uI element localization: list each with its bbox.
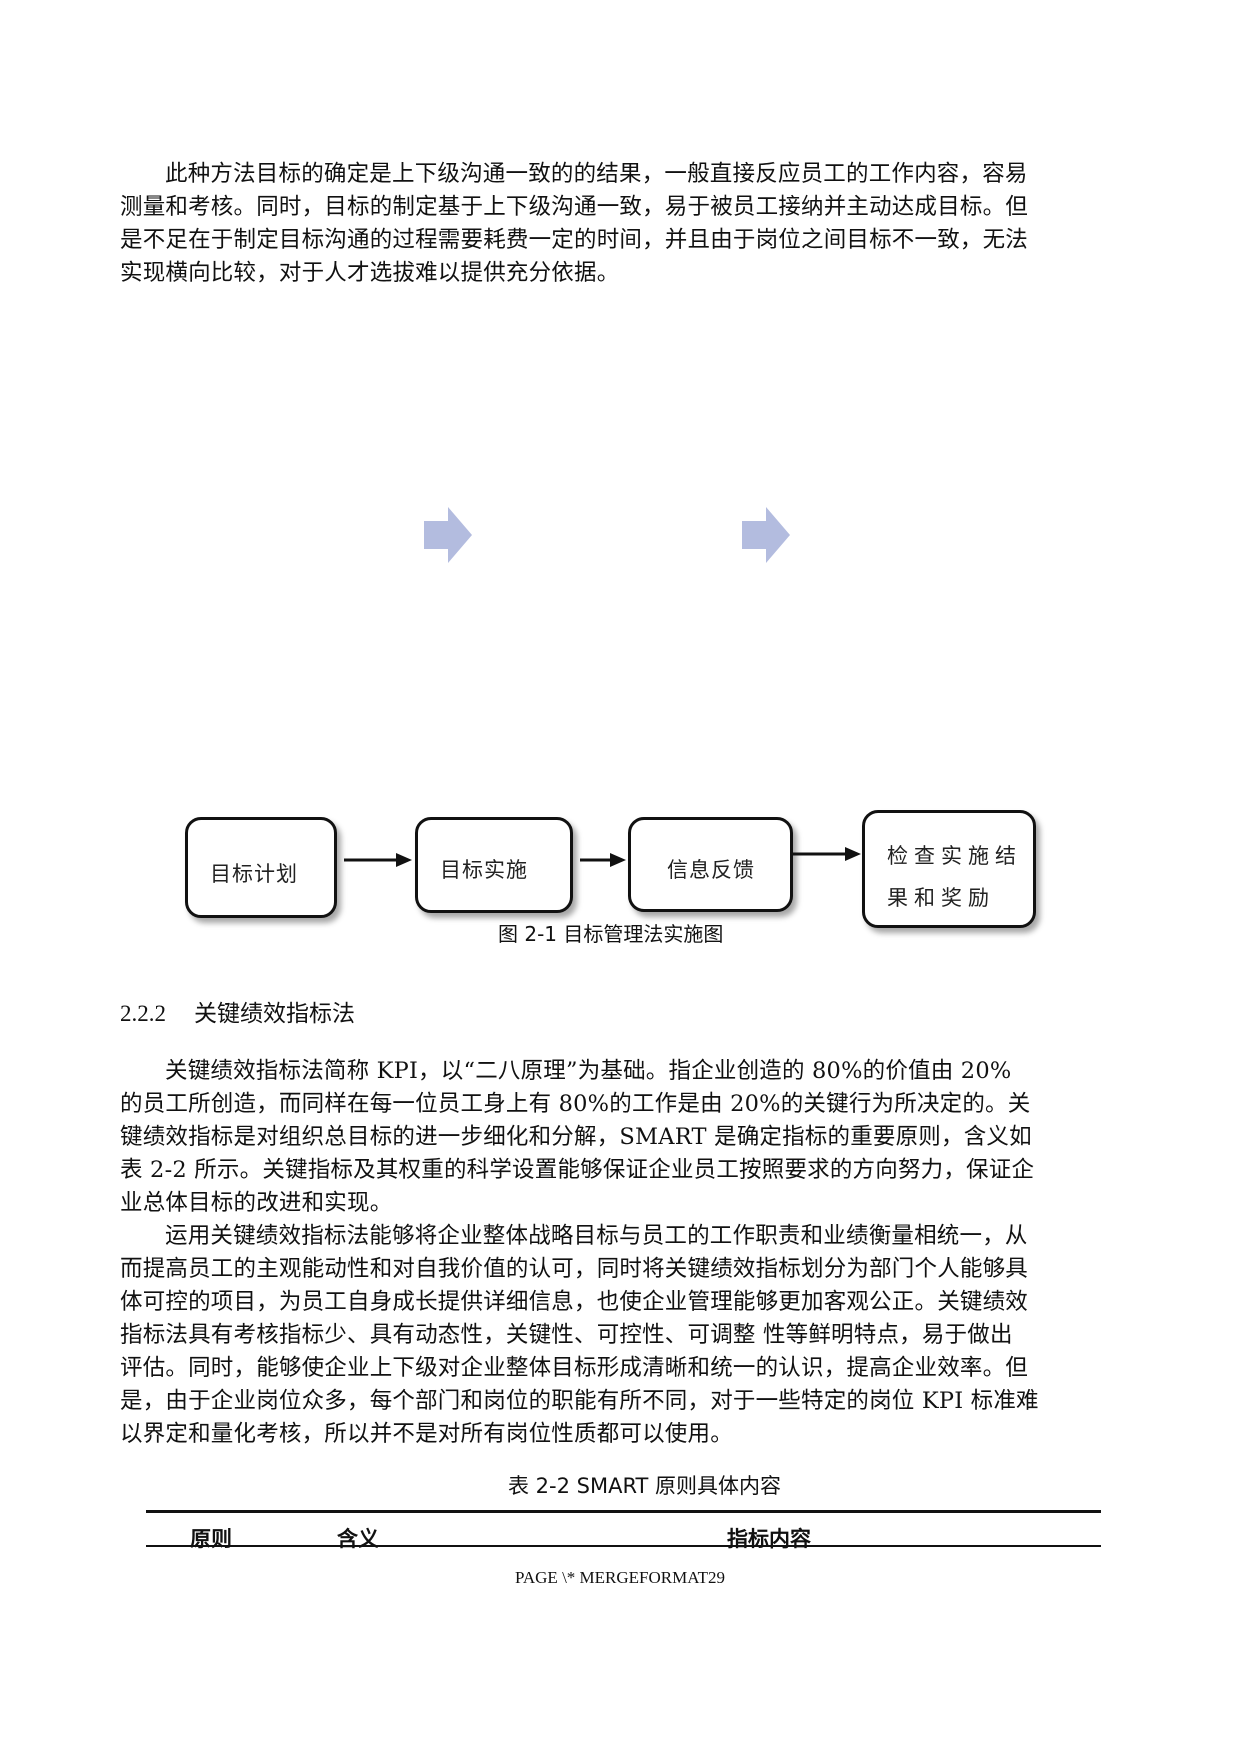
- arrow-right-icon: [580, 853, 626, 867]
- section-heading: 2.2.2 关键绩效指标法: [120, 994, 355, 1028]
- text-line: 评估。同时，能够使企业上下级对企业整体目标形成清晰和统一的认识，提高企业效率。但: [120, 1355, 1029, 1381]
- flow-box-review-reward: 检查实施结 果和奖励: [862, 810, 1036, 928]
- text-line: 是不足在于制定目标沟通的过程需要耗费一定的时间，并且由于岗位之间目标不一致，无法: [120, 227, 1029, 253]
- flow-box-label: 目标实施: [440, 858, 528, 882]
- kpi-paragraph-2: 运用关键绩效指标法能够将企业整体战略目标与员工的工作职责和业绩衡量相统一，从 而…: [120, 1220, 1125, 1451]
- intro-paragraph: 此种方法目标的确定是上下级沟通一致的的结果，一般直接反应员工的工作内容，容易 测…: [120, 158, 1125, 290]
- flow-box-label: 检查实施结 果和奖励: [887, 844, 1022, 910]
- text-line: 关键绩效指标法简称 KPI，以“二八原理”为基础。指企业创造的 80%的价值由 …: [165, 1058, 1012, 1084]
- text-line: 运用关键绩效指标法能够将企业整体战略目标与员工的工作职责和业绩衡量相统一，从: [165, 1223, 1028, 1249]
- kpi-paragraph-1: 关键绩效指标法简称 KPI，以“二八原理”为基础。指企业创造的 80%的价值由 …: [120, 1055, 1125, 1220]
- arrow-right-icon: [344, 853, 412, 867]
- flow-box-feedback: 信息反馈: [628, 817, 793, 912]
- text-line: 而提高员工的主观能动性和对自我价值的认可，同时将关键绩效指标划分为部门个人能够具: [120, 1256, 1029, 1282]
- table-caption: 表 2-2 SMART 原则具体内容: [508, 1474, 782, 1498]
- text-line: 此种方法目标的确定是上下级沟通一致的的结果，一般直接反应员工的工作内容，容易: [165, 161, 1028, 187]
- text-line: 指标法具有考核指标少、具有动态性，关键性、可控性、可调整 性等鲜明特点，易于做出: [120, 1322, 1013, 1348]
- text-line: 表 2-2 所示。关键指标及其权重的科学设置能够保证企业员工按照要求的方向努力，…: [120, 1157, 1035, 1183]
- table-top-rule: [146, 1510, 1101, 1513]
- block-arrow-right-icon: [424, 507, 472, 563]
- table-header-indicator-content: 指标内容: [727, 1527, 811, 1551]
- flow-box-label: 信息反馈: [667, 858, 755, 882]
- flow-box-goal-implementation: 目标实施: [415, 817, 573, 913]
- section-number: 2.2.2: [120, 1001, 166, 1026]
- section-title: 关键绩效指标法: [194, 1001, 355, 1027]
- page-footer: PAGE \* MERGEFORMAT29: [514, 1568, 726, 1587]
- text-line: 体可控的项目，为员工自身成长提供详细信息，也使企业管理能够更加客观公正。关键绩效: [120, 1289, 1029, 1315]
- text-line: 以界定和量化考核，所以并不是对所有岗位性质都可以使用。: [120, 1421, 733, 1447]
- text-line: 的员工所创造，而同样在每一位员工身上有 80%的工作是由 20%的关键行为所决定…: [120, 1091, 1031, 1117]
- flow-box-goal-plan: 目标计划: [185, 817, 337, 918]
- table-header-principle: 原则: [190, 1527, 232, 1551]
- text-line: 测量和考核。同时，目标的制定基于上下级沟通一致，易于被员工接纳并主动达成目标。但: [120, 194, 1029, 220]
- flow-box-label: 目标计划: [210, 862, 298, 886]
- text-line: 实现横向比较，对于人才选拔难以提供充分依据。: [120, 260, 620, 286]
- block-arrow-right-icon: [742, 507, 790, 563]
- table-header-rule: [146, 1545, 1101, 1547]
- text-line: 业总体目标的改进和实现。: [120, 1190, 393, 1216]
- text-line: 是，由于企业岗位众多，每个部门和岗位的职能有所不同，对于一些特定的岗位 KPI …: [120, 1388, 1039, 1414]
- arrow-right-icon: [793, 847, 861, 861]
- figure-caption: 图 2-1 目标管理法实施图: [498, 922, 724, 946]
- text-line: 键绩效指标是对组织总目标的进一步细化和分解，SMART 是确定指标的重要原则，含…: [120, 1124, 1032, 1150]
- table-header-meaning: 含义: [337, 1527, 379, 1551]
